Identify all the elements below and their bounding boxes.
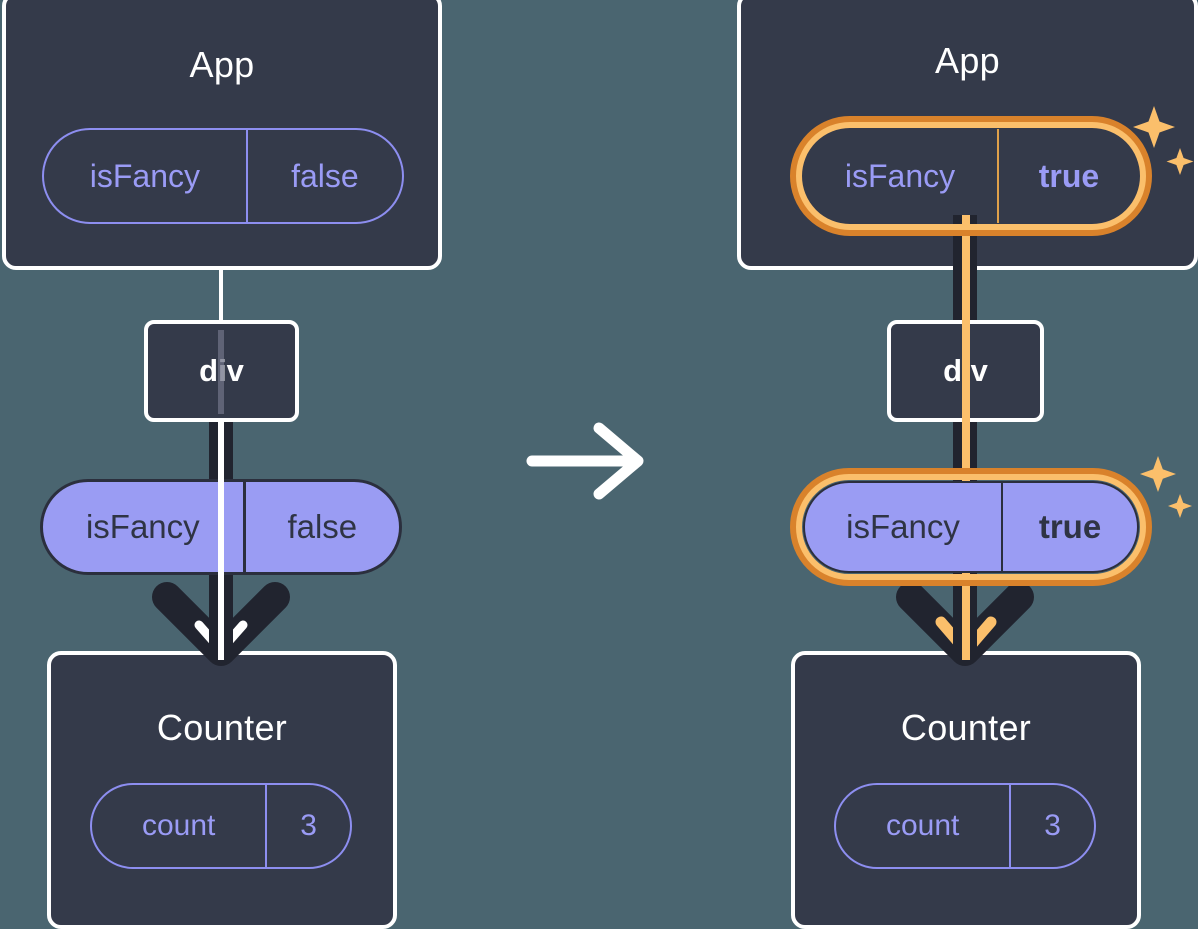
wire-white-core-before	[218, 420, 224, 660]
app-state-pill-inner-after: isFancy true	[803, 129, 1139, 223]
counter-state-value-after: 3	[1044, 809, 1061, 842]
app-title-before: App	[189, 44, 255, 85]
app-title-after: App	[935, 40, 1000, 81]
right-arrow-icon	[526, 422, 644, 500]
wire-app-to-div-before	[219, 258, 223, 324]
wire-core-through-div-before	[218, 330, 224, 414]
props-name-after: isFancy	[805, 483, 1003, 571]
counter-title-after: Counter	[900, 707, 1032, 748]
counter-state-name-after: count	[836, 785, 1012, 867]
highlight-ring-inner	[796, 474, 1146, 580]
highlight-ring-inner	[796, 122, 1146, 230]
app-state-name-after: isFancy	[803, 129, 999, 223]
props-value-before: false	[287, 508, 358, 545]
sparkles-icon-props-after	[1140, 456, 1192, 518]
app-state-name-before: isFancy	[44, 130, 248, 222]
counter-title-before: Counter	[156, 707, 288, 748]
props-value-after: true	[1038, 508, 1102, 545]
counter-state-name-before: count	[92, 785, 268, 867]
props-pill-inner-after: isFancy true	[803, 481, 1139, 573]
sparkles-icon-app-after	[1133, 106, 1194, 175]
app-state-pill-before: isFancy false	[42, 128, 404, 224]
app-state-value-after: true	[1038, 157, 1100, 194]
counter-state-value-before: 3	[300, 809, 317, 842]
counter-state-pill-after: count 3	[834, 783, 1096, 869]
highlight-ring-outer	[790, 116, 1152, 236]
app-state-pill-after: isFancy true	[790, 116, 1152, 236]
props-name-before: isFancy	[43, 482, 246, 572]
props-pill-after: isFancy true	[790, 468, 1152, 586]
wire-orange-core-after	[962, 215, 970, 660]
counter-state-pill-before: count 3	[90, 783, 352, 869]
app-state-value-before: false	[291, 157, 359, 194]
counter-box-after: Counter	[791, 651, 1141, 929]
